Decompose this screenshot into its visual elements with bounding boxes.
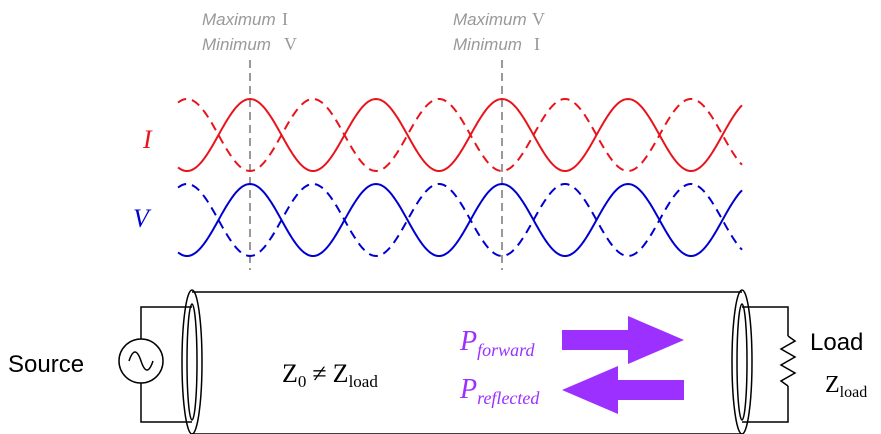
annotation-left-line1-word: Maximum <box>202 10 276 29</box>
annotation-left-line2-symbol: V <box>284 34 297 54</box>
forward-power-label: Pforward <box>459 326 535 360</box>
voltage-wave-label: V <box>133 204 152 233</box>
reflected-power-arrow <box>562 366 684 414</box>
current-wave-label: I <box>142 125 153 154</box>
sine-wave-icon <box>128 351 154 371</box>
wire-load-bottom <box>742 386 789 423</box>
wire-source-bottom <box>140 383 192 423</box>
annotation-right-line1-word: Maximum <box>453 10 527 29</box>
wire-load-top <box>742 306 789 336</box>
load-impedance-label: Zload <box>825 372 867 401</box>
load-label: Load <box>810 329 863 356</box>
transmission-line <box>181 289 753 434</box>
source-label: Source <box>8 351 84 378</box>
annotation-left-line1-symbol: I <box>282 9 288 29</box>
load-resistor-icon <box>779 335 797 387</box>
reflected-power-label: Preflected <box>459 374 540 408</box>
annotation-right-line2-symbol: I <box>534 34 540 54</box>
annotation-right-line2-word: Minimum <box>453 35 522 54</box>
current-wave-dashed <box>177 98 743 173</box>
circuit-wires <box>140 306 789 423</box>
current-wave-solid <box>177 97 743 172</box>
wire-source-top <box>140 306 192 339</box>
cable-left-end-outer <box>181 289 203 434</box>
cable-left-end-inner <box>186 303 198 421</box>
cable-right-end-inner <box>736 303 748 421</box>
cable-right-end-outer <box>731 289 753 434</box>
annotation-right-line1-symbol: V <box>532 9 545 29</box>
voltage-wave-dashed <box>177 183 743 258</box>
line-impedance-equation: Z0≠Zload <box>282 359 378 391</box>
voltage-wave-solid <box>177 182 743 257</box>
annotation-left-line2-word: Minimum <box>202 35 271 54</box>
forward-power-arrow <box>562 316 684 364</box>
